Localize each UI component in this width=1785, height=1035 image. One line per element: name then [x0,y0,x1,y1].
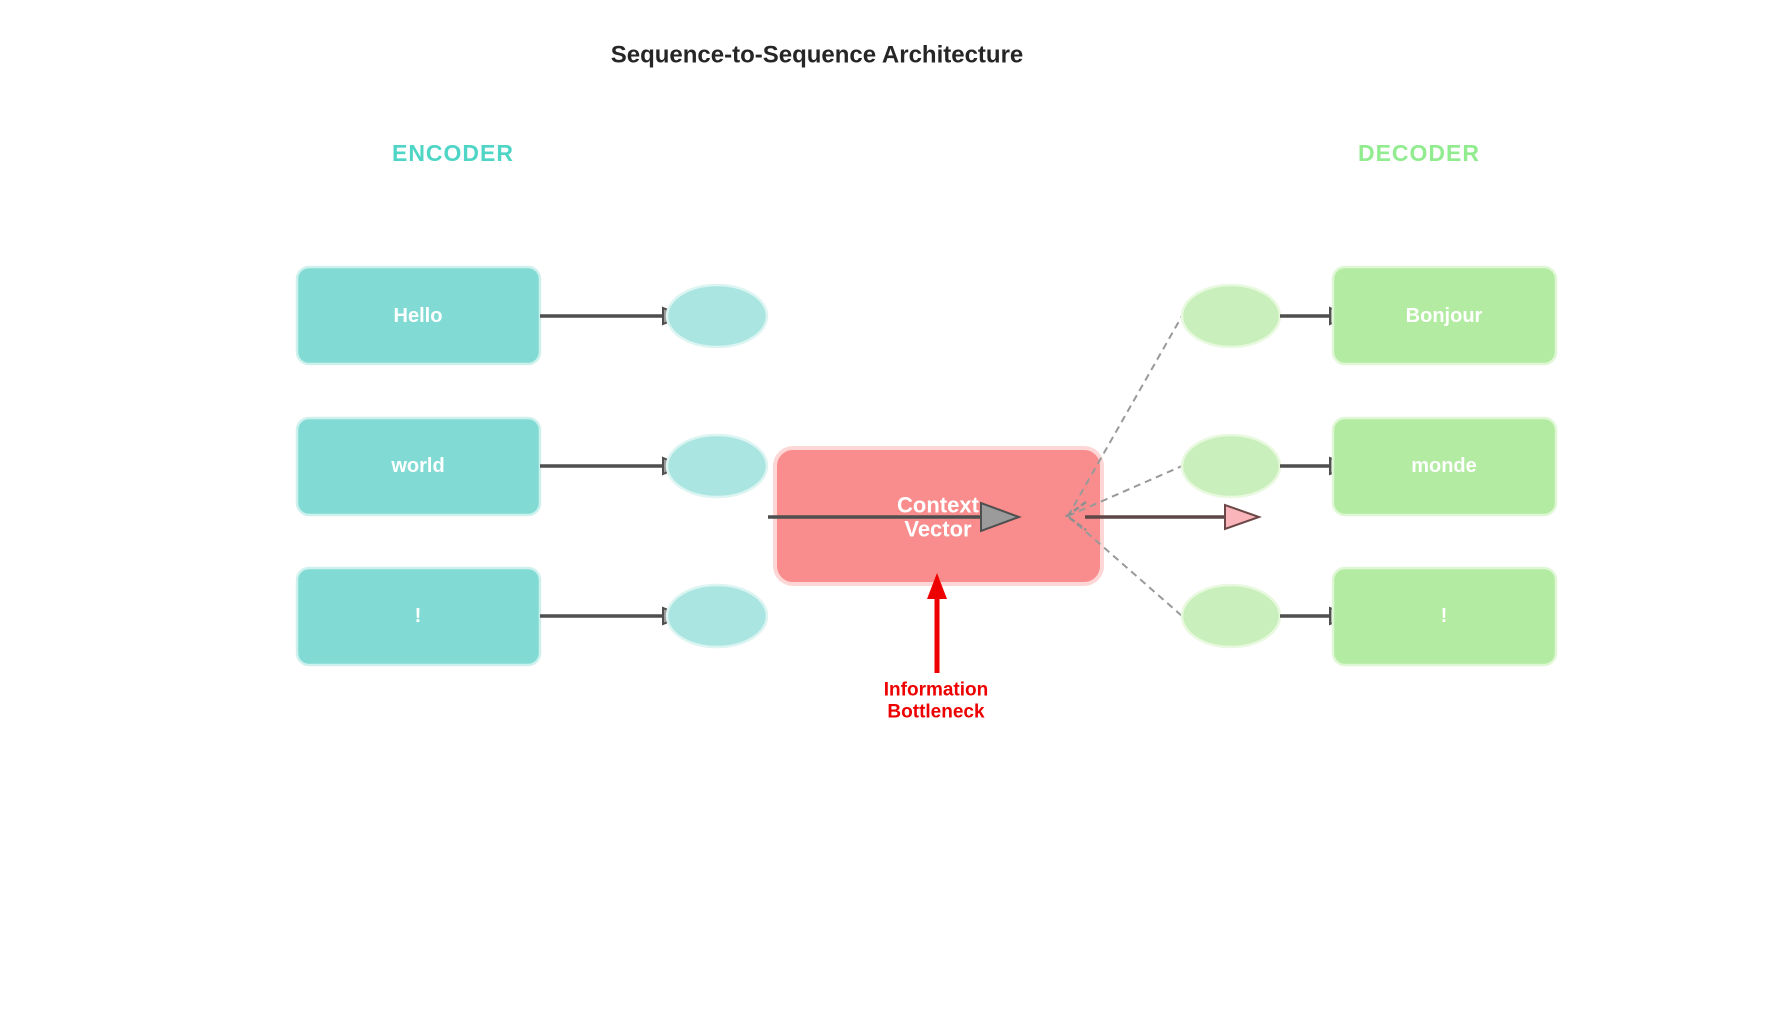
decoder-hidden-state-ellipse [1180,283,1282,349]
encoder-hidden-state-ellipse [665,283,769,349]
bottleneck-annotation-line2: Bottleneck [887,702,985,723]
encoder-token-label: Hello [394,305,443,327]
decoder-hidden-state-ellipse [1180,583,1282,649]
encoder-hidden-state-ellipse [665,433,769,499]
decoder-token-label: monde [1411,455,1477,477]
context-vector-label-line1: Context [897,493,980,518]
decoder-token-box [1331,265,1558,366]
encoder-section-label: ENCODER [392,140,514,166]
bottleneck-annotation-arrowhead-icon [927,573,947,599]
decoder-token-box [1331,566,1558,667]
bottleneck-annotation-line1: Information [884,680,989,701]
bottleneck-output-arrowhead-icon [1224,503,1263,531]
encoder-hidden-state-ellipse [665,583,769,649]
context-vector-label-line2: Vector [904,517,972,542]
decoder-token-label: Bonjour [1406,305,1483,327]
context-input-arrowhead-icon [980,501,1022,533]
diagram-title: Sequence-to-Sequence Architecture [611,42,1024,69]
encoder-token-label: ! [415,605,422,627]
decoder-token-label: ! [1441,605,1448,627]
decoder-section-label: DECODER [1358,140,1480,166]
encoder-token-label: world [390,455,444,477]
dashed-connector [1067,465,1183,517]
dashed-connector [1067,315,1183,517]
decoder-token-box [1331,416,1558,517]
dashed-connector [1067,515,1183,617]
dashed-arrowhead-icon [1064,500,1087,532]
decoder-hidden-state-ellipse [1180,433,1282,499]
